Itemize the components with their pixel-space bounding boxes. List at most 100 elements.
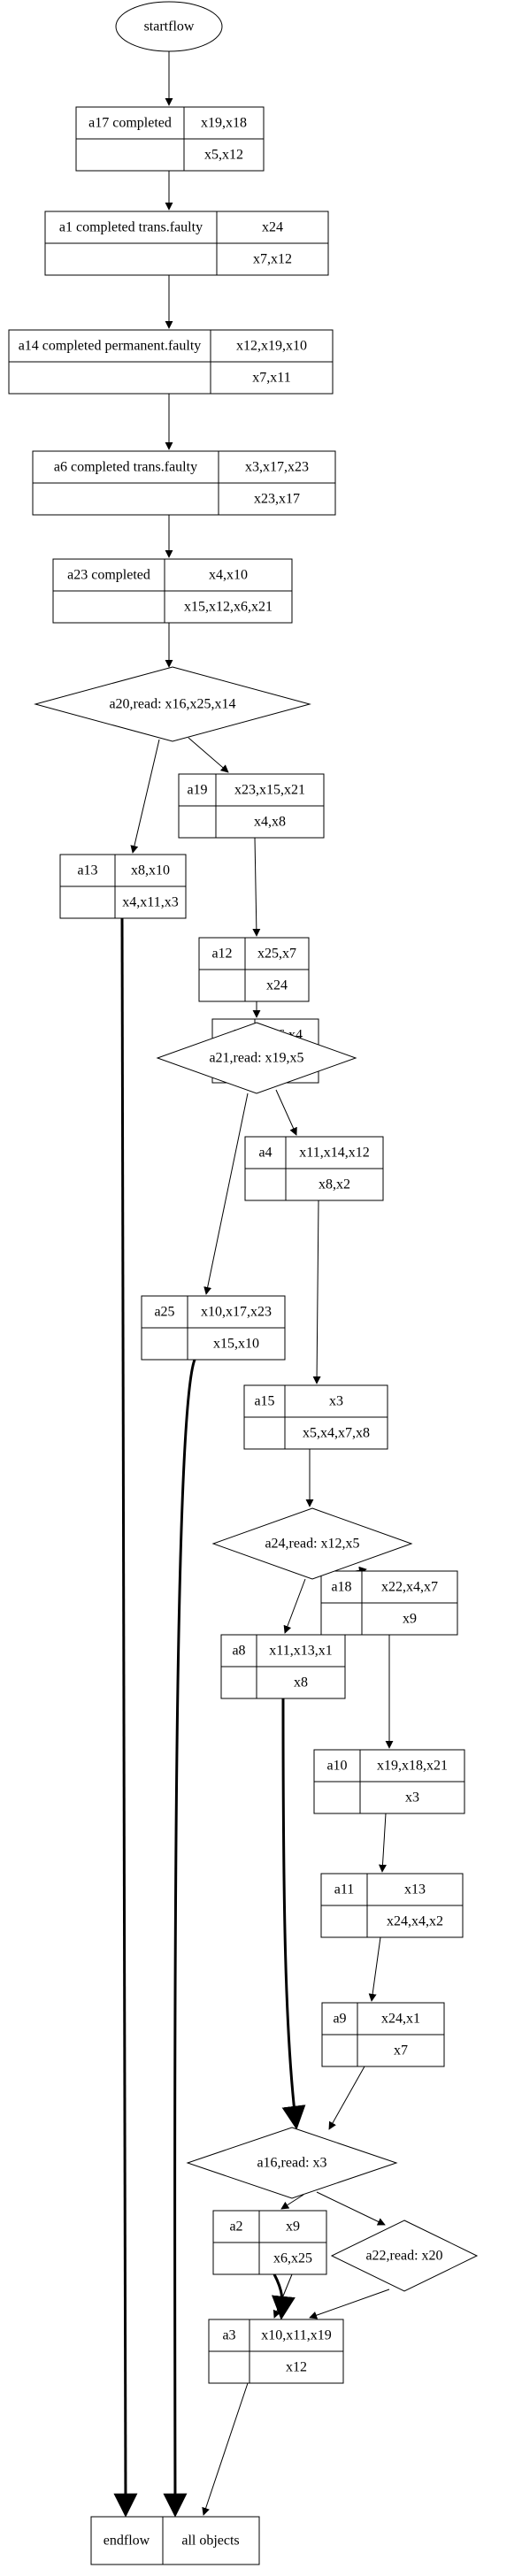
task-label: a6 completed trans.faulty bbox=[54, 460, 197, 475]
task-bottom-values: x3 bbox=[405, 1790, 419, 1806]
task-bottom-values: x15,x10 bbox=[213, 1337, 259, 1352]
task-bottom-values: x24,x4,x2 bbox=[387, 1914, 443, 1929]
task-label: a8 bbox=[232, 1644, 245, 1659]
edge-a21-a25 bbox=[203, 1092, 249, 1295]
task-node-a8: a8 x11,x13,x1 x8 bbox=[220, 1634, 346, 1699]
task-label: a25 bbox=[154, 1305, 174, 1320]
decision-label: a20,read: x16,x25,x14 bbox=[109, 697, 235, 712]
task-label: a18 bbox=[331, 1580, 351, 1595]
task-label: a13 bbox=[77, 863, 97, 878]
task-top-values: x12,x19,x10 bbox=[236, 339, 307, 354]
edge-a16-a2 bbox=[280, 2194, 304, 2210]
edge-a2-a3-thick bbox=[271, 2273, 296, 2320]
edge-a13-end bbox=[113, 917, 138, 2518]
task-label: a12 bbox=[211, 947, 232, 962]
task-label: a19 bbox=[187, 783, 207, 798]
task-top-values: x19,x18,x21 bbox=[377, 1759, 448, 1774]
edge-a25-end bbox=[163, 1359, 196, 2518]
task-top-values: x23,x15,x21 bbox=[234, 783, 305, 798]
task-bottom-values: x8,x2 bbox=[319, 1177, 350, 1192]
decision-node-a22: a22,read: x20 bbox=[330, 2220, 479, 2292]
task-bottom-values: x6,x25 bbox=[273, 2251, 312, 2266]
task-top-values: x13 bbox=[404, 1882, 426, 1898]
task-top-values: x24,x1 bbox=[381, 2012, 420, 2027]
edge-a20-a19 bbox=[188, 737, 229, 773]
task-top-values: x11,x14,x12 bbox=[299, 1146, 369, 1161]
task-bottom-values: x9 bbox=[403, 1612, 417, 1627]
task-node-a12: a12 x25,x7 x24 bbox=[198, 937, 310, 1002]
task-top-values: x25,x7 bbox=[257, 947, 296, 962]
decision-node-a20: a20,read: x16,x25,x14 bbox=[34, 666, 311, 742]
task-bottom-values: x5,x4,x7,x8 bbox=[303, 1426, 370, 1441]
task-bottom-values: x7,x11 bbox=[252, 371, 290, 386]
task-top-values: x19,x18 bbox=[201, 116, 247, 131]
task-node-a15: a15 x3 x5,x4,x7,x8 bbox=[243, 1384, 388, 1450]
end-left-label: endflow bbox=[104, 2534, 150, 2549]
task-top-values: x8,x10 bbox=[131, 863, 170, 878]
task-bottom-values: x4,x11,x3 bbox=[122, 895, 178, 910]
task-top-values: x10,x11,x19 bbox=[261, 2328, 331, 2343]
task-label: a3 bbox=[222, 2328, 235, 2343]
task-top-values: x4,x10 bbox=[209, 568, 248, 583]
task-top-values: x11,x13,x1 bbox=[269, 1644, 332, 1659]
start-label: startflow bbox=[144, 19, 195, 34]
edge-a20-a13 bbox=[130, 739, 160, 854]
task-node-a17: a17 completed x19,x18 x5,x12 bbox=[75, 106, 265, 172]
task-node-a6: a6 completed trans.faulty x3,x17,x23 x23,x… bbox=[32, 450, 336, 516]
edges bbox=[113, 51, 394, 2518]
task-top-values: x3 bbox=[329, 1394, 343, 1409]
decision-label: a21,read: x19,x5 bbox=[209, 1051, 303, 1066]
task-label: a23 completed bbox=[67, 568, 150, 583]
task-label: a10 bbox=[326, 1759, 347, 1774]
edge-a9-a16 bbox=[328, 2066, 365, 2130]
decision-label: a22,read: x20 bbox=[365, 2249, 442, 2264]
edge-a8-a16 bbox=[281, 1698, 306, 2130]
task-node-a19: a19 x23,x15,x21 x4,x8 bbox=[178, 773, 325, 839]
edge-a22-a3 bbox=[309, 2288, 390, 2319]
start-node: startflow bbox=[115, 1, 223, 52]
edge-a3-end bbox=[202, 2382, 249, 2516]
task-label: a4 bbox=[258, 1146, 272, 1161]
task-top-values: x24 bbox=[262, 220, 283, 235]
task-node-a11: a11 x13 x24,x4,x2 bbox=[320, 1873, 464, 1938]
edge-a24-a8 bbox=[283, 1578, 306, 1634]
task-node-a18: a18 x22,x4,x7 x9 bbox=[320, 1570, 458, 1636]
decision-node-a24: a24,read: x12,x5 bbox=[211, 1507, 413, 1580]
task-label: a15 bbox=[254, 1394, 274, 1409]
task-bottom-values: x4,x8 bbox=[254, 815, 286, 830]
decision-node-a21: a21,read: x19,x5 bbox=[156, 1022, 357, 1094]
task-top-values: x22,x4,x7 bbox=[381, 1580, 438, 1595]
task-node-a2: a2 x9 x6,x25 bbox=[212, 2210, 327, 2275]
task-bottom-values: x8 bbox=[294, 1675, 308, 1690]
task-bottom-values: x7,x12 bbox=[253, 252, 292, 267]
task-bottom-values: x7 bbox=[394, 2043, 408, 2058]
task-top-values: x3,x17,x23 bbox=[245, 460, 309, 475]
task-label: a11 bbox=[334, 1882, 355, 1898]
task-bottom-values: x23,x17 bbox=[254, 492, 300, 507]
task-top-values: x9 bbox=[286, 2220, 300, 2235]
task-node-a14: a14 completed permanent.faulty x12,x19,x1… bbox=[8, 329, 334, 395]
edge-a4-a15 bbox=[312, 1200, 321, 1384]
decision-node-a16: a16,read: x3 bbox=[186, 2127, 398, 2199]
task-node-a13: a13 x8,x10 x4,x11,x3 bbox=[59, 854, 187, 919]
task-bottom-values: x24 bbox=[266, 978, 288, 993]
edge-a16-a22 bbox=[316, 2191, 386, 2226]
task-node-a10: a10 x19,x18,x21 x3 bbox=[313, 1749, 465, 1814]
edge-a19-a12 bbox=[252, 837, 261, 937]
task-label: a14 completed permanent.faulty bbox=[19, 339, 202, 354]
decision-label: a16,read: x3 bbox=[257, 2156, 326, 2171]
decision-label: a24,read: x12,x5 bbox=[265, 1537, 359, 1552]
task-bottom-values: x5,x12 bbox=[204, 148, 243, 163]
edge-a21-a4 bbox=[275, 1089, 297, 1136]
edge-a10-a11 bbox=[378, 1813, 387, 1873]
task-label: a17 completed bbox=[88, 116, 172, 131]
task-label: a2 bbox=[229, 2220, 242, 2235]
